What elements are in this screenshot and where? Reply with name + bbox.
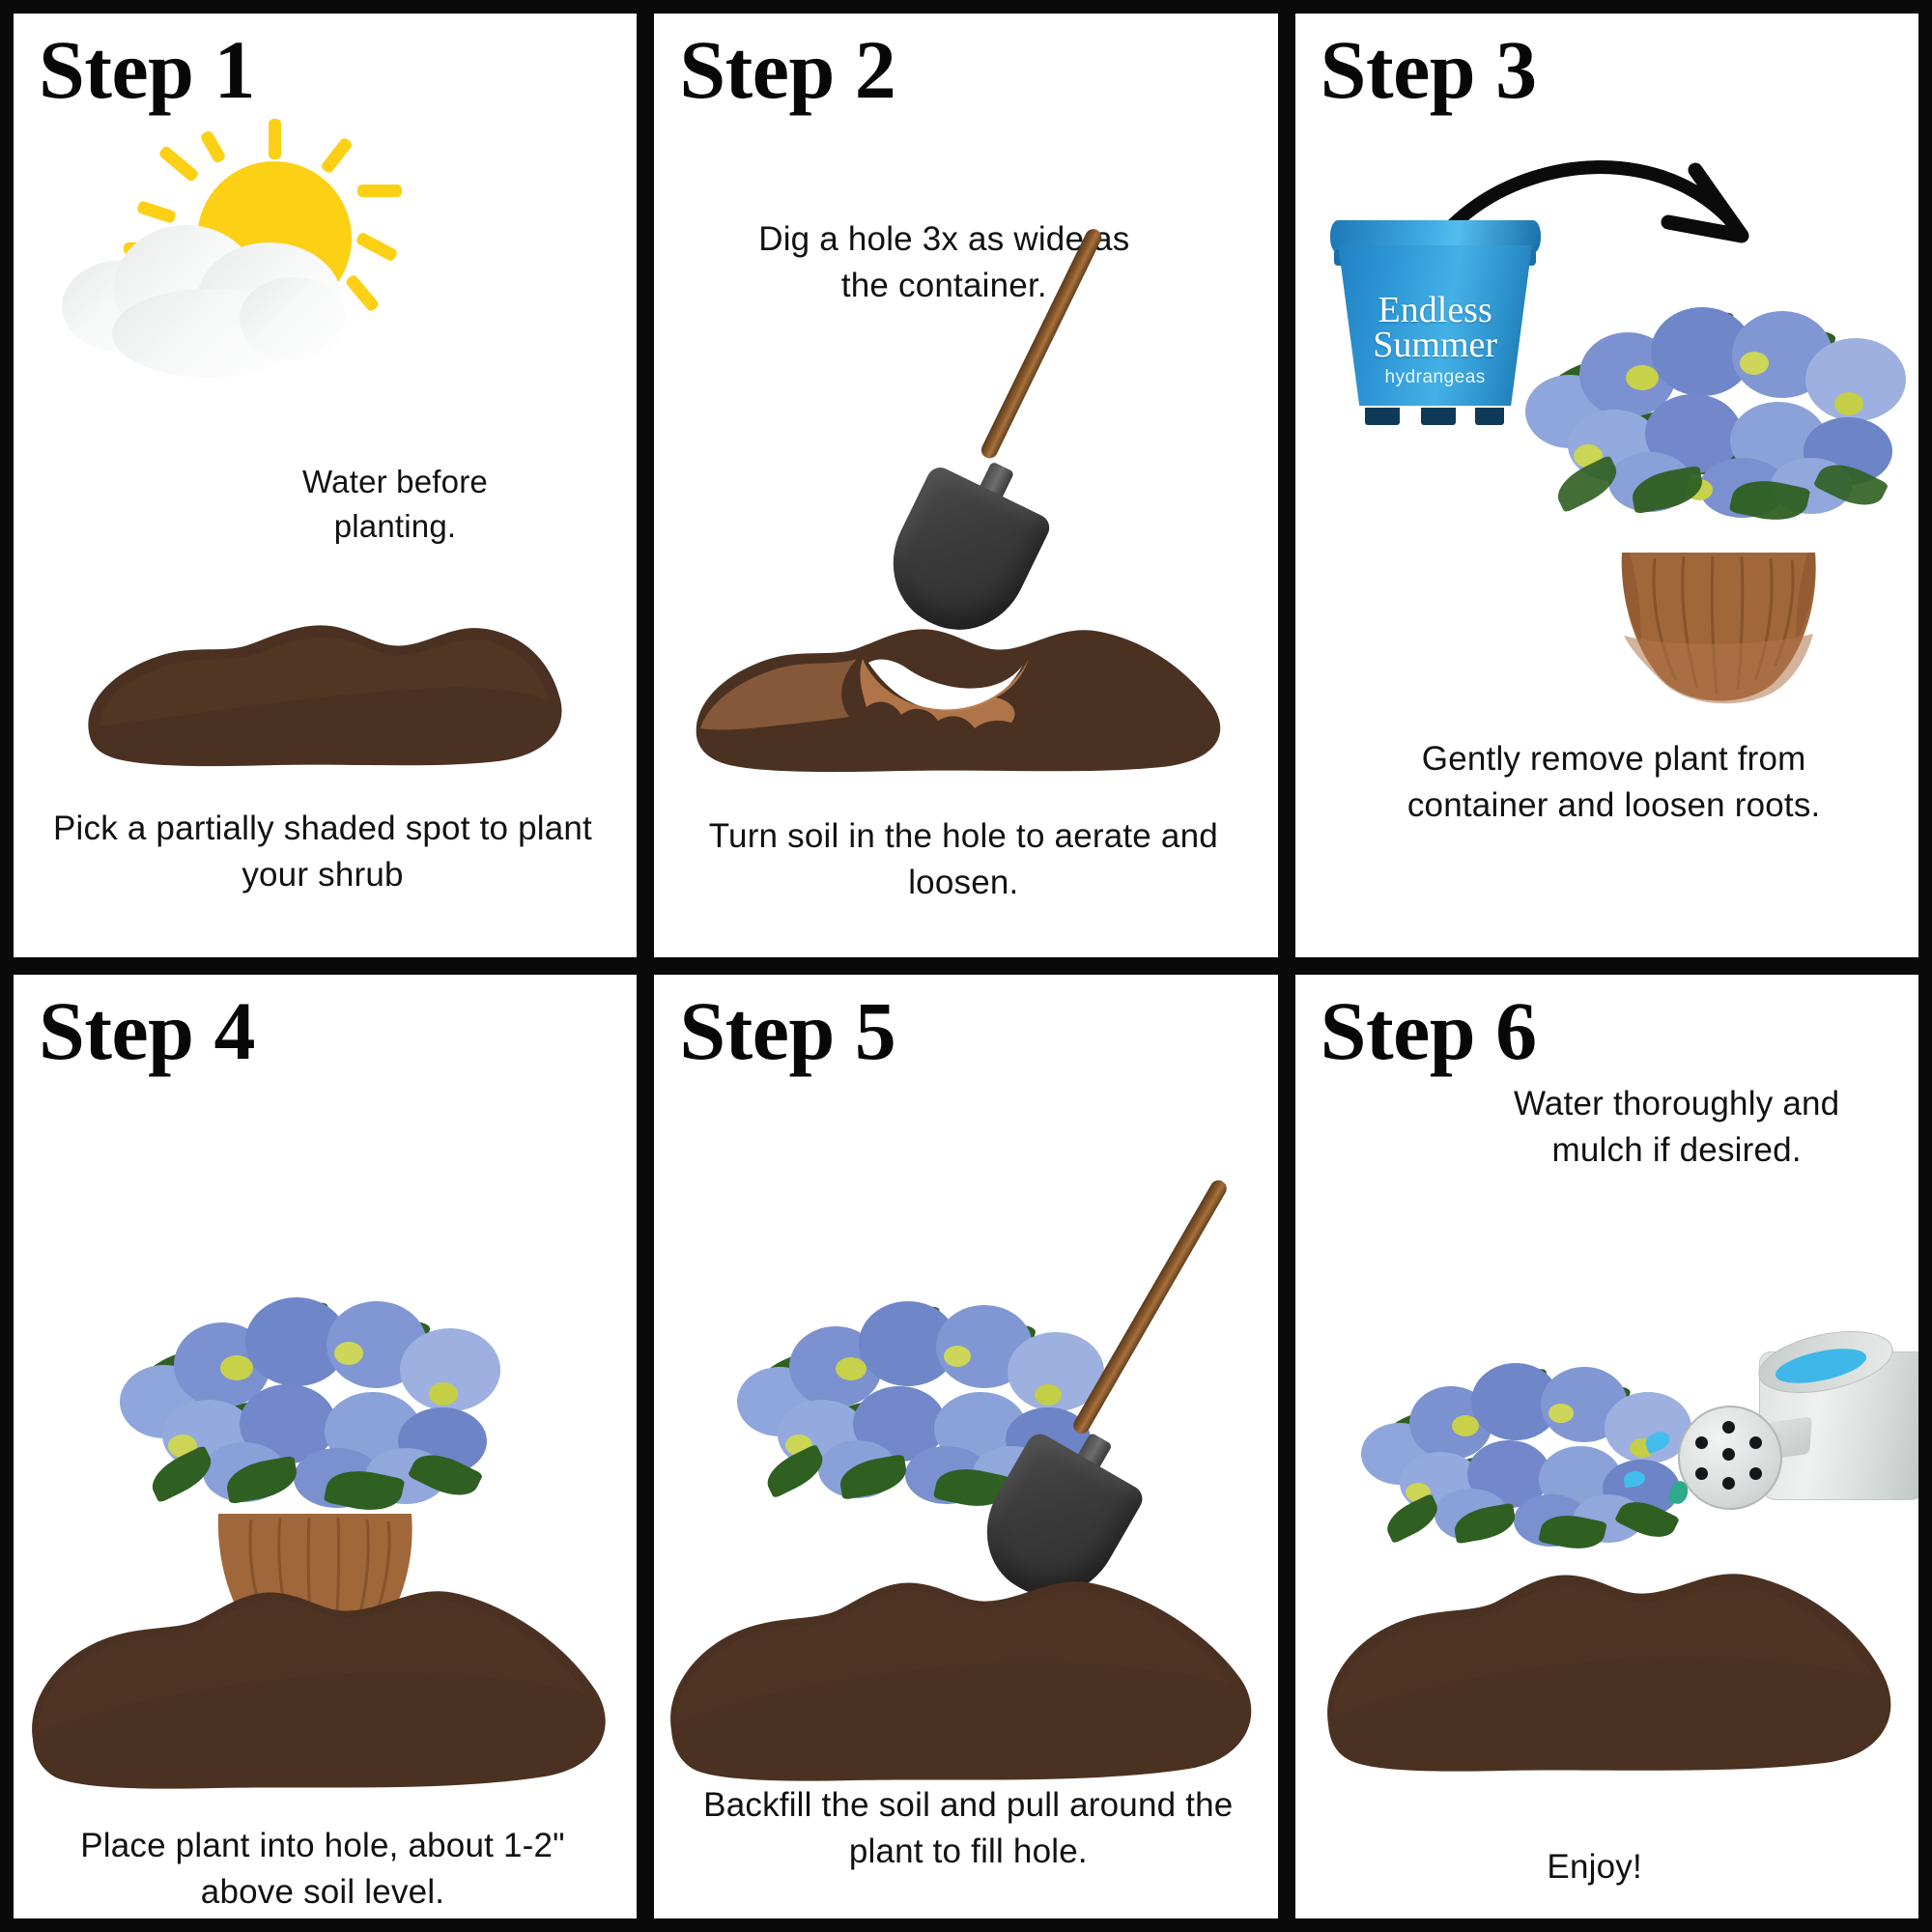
step-6-top-caption: Water thoroughly and mulch if desired. <box>1513 1085 1840 1170</box>
panel-step-2: Step 2 Dig a hole 3x as wide as the cont… <box>654 14 1278 957</box>
bud-icon <box>1548 1404 1574 1423</box>
rose-hole <box>1721 1477 1735 1490</box>
shovel-handle-icon <box>1070 1177 1231 1437</box>
watering-can-icon <box>1622 1320 1918 1562</box>
step-6-bottom-caption: Enjoy! <box>1547 1848 1642 1886</box>
soil-mound-icon <box>670 1581 1252 1781</box>
step-2-top-caption: Dig a hole 3x as wide as the container. <box>758 220 1130 305</box>
pot-brand-sub: hydrangeas <box>1384 367 1486 387</box>
pot-foot <box>1364 408 1400 425</box>
sun-ray-icon <box>357 185 402 197</box>
step-6-title: Step 6 <box>1320 984 1537 1077</box>
pot-brand-line1: Endless <box>1378 290 1492 330</box>
hydrangea-plant-icon <box>1355 1336 1703 1592</box>
panel-step-1: Step 1 Water before planting. <box>14 14 638 957</box>
rose-hole <box>1694 1467 1708 1480</box>
step-1-bottom-caption: Pick a partially shaded spot to plant yo… <box>52 810 592 895</box>
step-3-bottom-caption: Gently remove plant from container and l… <box>1406 740 1821 825</box>
step-5-bottom-caption: Backfill the soil and pull around the pl… <box>703 1786 1234 1871</box>
pot-brand-line2: Summer <box>1373 325 1498 365</box>
step-2-title: Step 2 <box>679 23 896 116</box>
panel-step-5: Step 5 <box>654 975 1278 1918</box>
bud-icon <box>944 1346 972 1367</box>
watering-can-rose <box>1677 1406 1782 1510</box>
bud-icon <box>1739 352 1769 375</box>
bud-icon <box>220 1355 253 1380</box>
pot-foot <box>1420 408 1456 425</box>
curved-arrow-icon <box>1446 160 1749 243</box>
bud-icon <box>429 1382 458 1406</box>
hydrangea-plant-icon <box>1516 274 1918 564</box>
rose-hole <box>1721 1421 1735 1434</box>
step-3-title: Step 3 <box>1320 23 1537 116</box>
bud-icon <box>836 1357 867 1380</box>
soil-mound-icon <box>1326 1574 1891 1772</box>
rootball-icon <box>1621 553 1816 704</box>
step-2-bottom-caption: Turn soil in the hole to aerate and loos… <box>708 817 1218 902</box>
shovel-handle-icon <box>979 226 1105 462</box>
pot-body <box>1338 245 1532 406</box>
nursery-pot-icon: Endless Summer hydrangeas <box>1329 220 1541 425</box>
rose-hole <box>1694 1436 1708 1449</box>
hydrangea-plant-icon <box>110 1264 516 1554</box>
sun-ray-icon <box>355 231 399 263</box>
step-5-title: Step 5 <box>679 984 896 1077</box>
sun-ray-icon <box>157 144 200 184</box>
bud-icon <box>1833 392 1863 415</box>
step-1-title: Step 1 <box>39 23 255 116</box>
panel-step-4: Step 4 <box>14 975 638 1918</box>
sun-ray-icon <box>320 136 354 175</box>
shovel-icon <box>962 1177 1277 1620</box>
step-4-bottom-caption: Place plant into hole, about 1-2" above … <box>80 1827 565 1912</box>
shovel-icon <box>870 226 1176 652</box>
panel-step-3: Step 3 Endless Summer hydrangeas <box>1294 14 1918 957</box>
rose-hole <box>1748 1436 1762 1449</box>
step-4-title: Step 4 <box>39 984 255 1077</box>
bud-icon <box>1035 1384 1063 1406</box>
step-1-top-caption: Water before planting. <box>302 464 488 544</box>
soil-mound-icon <box>88 625 562 767</box>
cloud-icon <box>62 217 352 378</box>
panel-step-6: Step 6 Water thoroughly and mulch if des… <box>1294 975 1918 1918</box>
rose-hole <box>1748 1467 1762 1480</box>
sun-ray-icon <box>269 119 281 159</box>
sun-ray-icon <box>199 129 227 164</box>
sun-cloud-group <box>52 119 402 414</box>
soil-mound-icon <box>32 1591 606 1789</box>
bud-icon <box>1625 365 1659 390</box>
bud-icon <box>1451 1415 1479 1436</box>
soil-mound-with-hole-icon <box>696 629 1221 773</box>
rose-hole <box>1721 1448 1735 1461</box>
pot-foot <box>1474 408 1504 425</box>
bud-icon <box>334 1342 363 1365</box>
